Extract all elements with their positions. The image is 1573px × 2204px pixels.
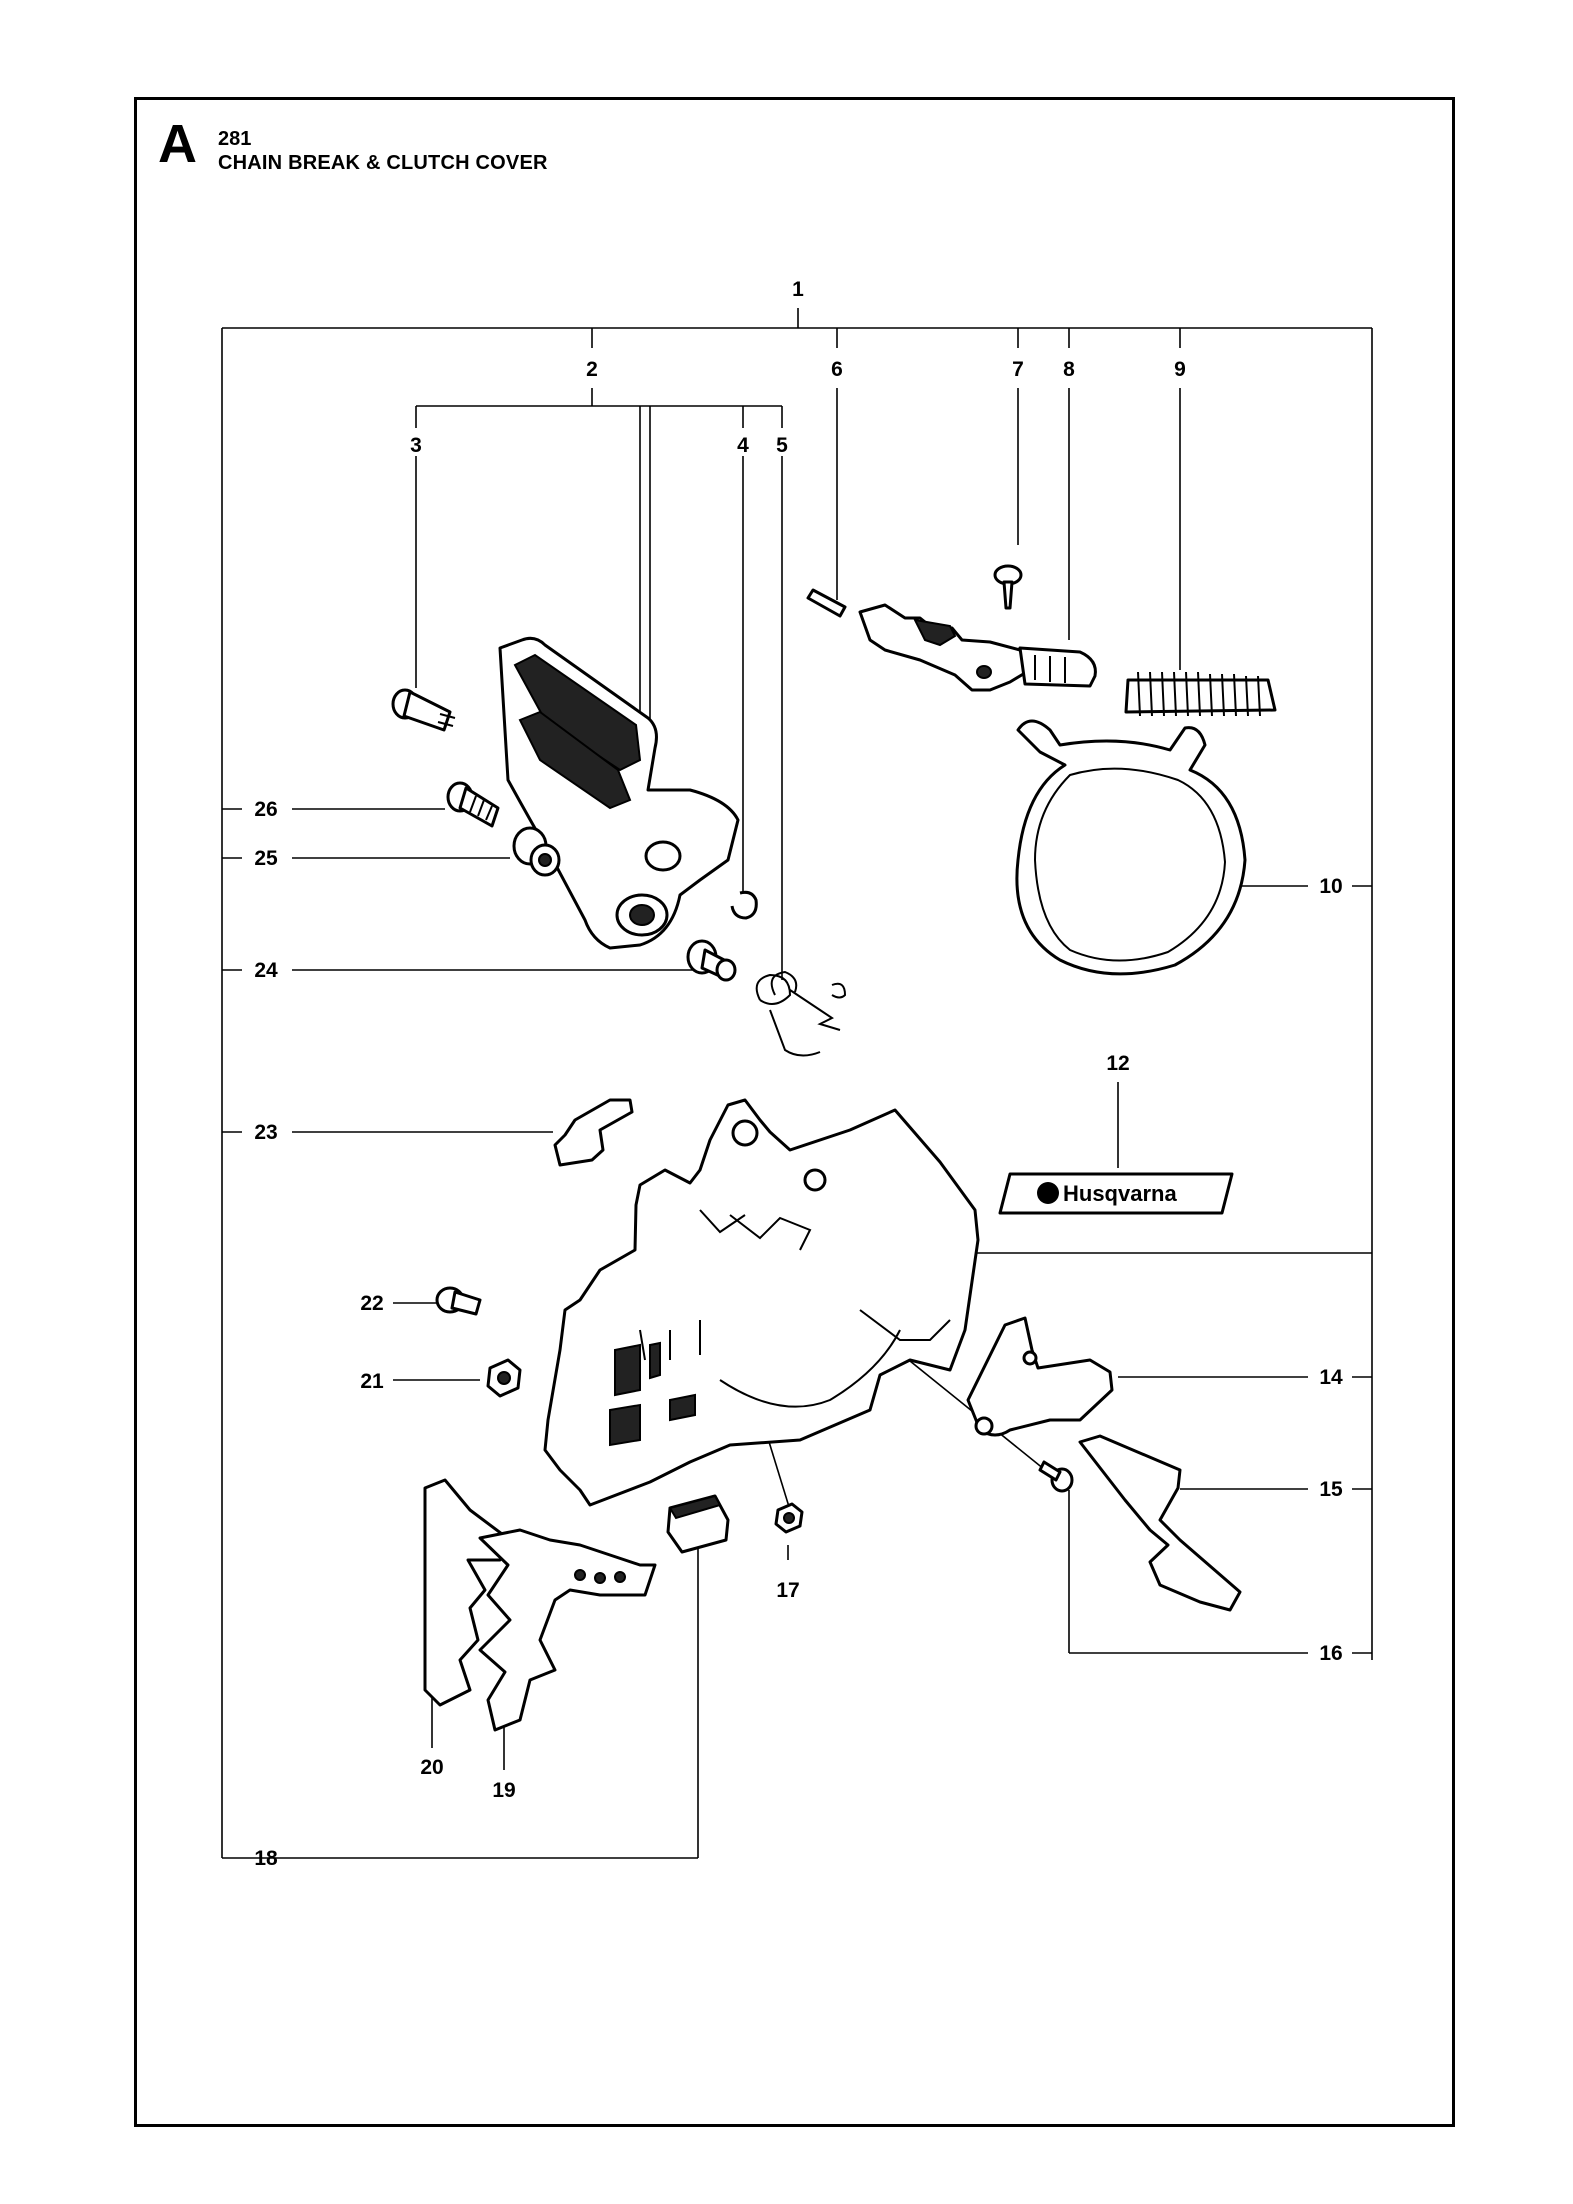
callout-26: 26	[254, 798, 277, 821]
callout-5: 5	[776, 434, 788, 457]
callout-15: 15	[1319, 1478, 1343, 1501]
lever-part-8	[858, 603, 1097, 692]
circlip-part-4	[730, 890, 758, 920]
callout-17: 17	[776, 1579, 799, 1602]
clip-part-23	[553, 1098, 634, 1167]
bushing-part-25	[512, 826, 561, 877]
callout-10: 10	[1319, 875, 1342, 898]
callout-23: 23	[254, 1121, 277, 1144]
section-title: CHAIN BREAK & CLUTCH COVER	[218, 152, 548, 174]
callout-19: 19	[492, 1779, 515, 1802]
callout-8: 8	[1063, 358, 1075, 381]
callout-numbers: 1 2 3 4 5 6 7 8 9 10 12 14 15 16 17 18 1…	[254, 278, 1343, 1870]
clutch-cover-main	[543, 1098, 980, 1507]
bolt-part-3	[391, 688, 456, 732]
screw-part-16	[1038, 1460, 1074, 1493]
callout-21: 21	[360, 1370, 384, 1393]
callout-22: 22	[360, 1292, 383, 1315]
callout-9: 9	[1174, 358, 1186, 381]
callout-24: 24	[254, 959, 278, 982]
pin-part-6	[806, 588, 847, 618]
callout-4: 4	[737, 434, 749, 457]
section-letter: A	[158, 114, 197, 174]
callout-14: 14	[1319, 1366, 1343, 1389]
callout-18: 18	[254, 1847, 278, 1870]
page-frame	[134, 97, 1455, 2127]
callout-7: 7	[1012, 358, 1024, 381]
callout-12: 12	[1106, 1052, 1129, 1075]
callout-2: 2	[586, 358, 598, 381]
screw-part-22	[435, 1286, 482, 1316]
pin-part-24	[686, 939, 737, 982]
callout-25: 25	[254, 847, 278, 870]
coil-spring-part-9	[1124, 671, 1277, 717]
nut-part-21	[486, 1358, 522, 1398]
leader-lines	[221, 308, 1373, 1859]
chain-brake-handle	[498, 636, 740, 950]
callout-20: 20	[420, 1756, 443, 1779]
brake-band-part-10	[1015, 719, 1247, 976]
cover-plate-part-15	[1078, 1434, 1242, 1612]
screw-part-7	[993, 564, 1023, 610]
callout-6: 6	[831, 358, 843, 381]
nut-part-17	[774, 1502, 804, 1534]
decal-brand-text: Husqvarna	[1063, 1181, 1177, 1206]
screw-part-26	[446, 781, 500, 828]
callout-16: 16	[1319, 1642, 1342, 1665]
spring-part-5	[755, 970, 847, 1057]
bracket-part-14	[966, 1316, 1114, 1437]
block-part-18	[666, 1494, 730, 1554]
callout-1: 1	[792, 278, 804, 301]
guard-part-19	[478, 1528, 657, 1732]
callout-3: 3	[410, 434, 422, 457]
husqvarna-decal: Husqvarna	[998, 1172, 1234, 1215]
section-number: 281	[218, 128, 252, 150]
